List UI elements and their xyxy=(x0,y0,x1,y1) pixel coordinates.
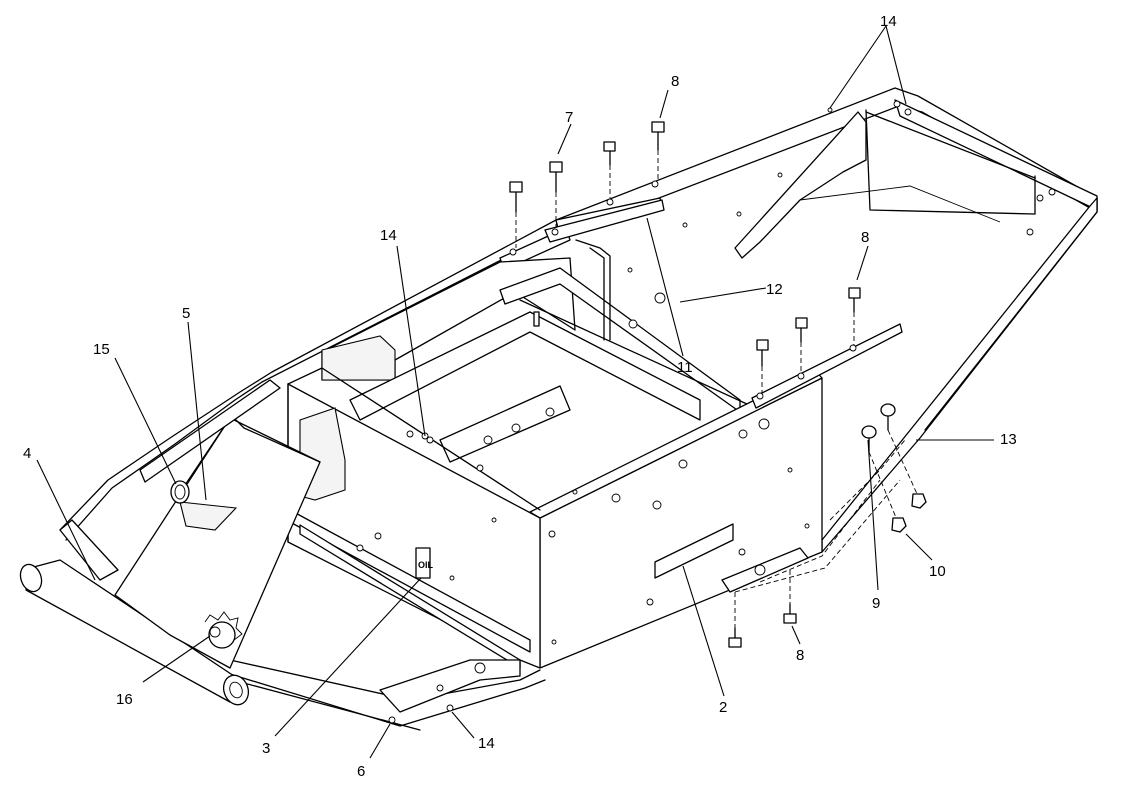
callout-14-center: 14 xyxy=(380,227,397,244)
callout-9: 9 xyxy=(872,595,880,612)
bolt-7a xyxy=(509,181,523,248)
callout-10: 10 xyxy=(929,563,946,580)
rear-frame-box xyxy=(555,87,1098,553)
callout-11: 11 xyxy=(677,359,693,376)
nut-10b xyxy=(911,493,927,509)
bolt-7 xyxy=(549,161,563,228)
carriage-bolt-9b xyxy=(880,403,919,497)
right-side-panel xyxy=(529,323,906,669)
center-section xyxy=(321,239,761,463)
callout-14-top: 14 xyxy=(880,13,897,30)
bolt-8-left xyxy=(756,339,769,394)
callout-5: 5 xyxy=(182,305,190,322)
callout-14-bottom: 14 xyxy=(478,735,495,752)
carriage-bolt-9 xyxy=(861,425,898,521)
bolt-8-lower-b xyxy=(783,570,797,624)
bolt-8-right xyxy=(848,287,861,346)
callout-8-top: 8 xyxy=(671,73,679,90)
callout-7: 7 xyxy=(565,109,573,126)
callout-8-bottom: 8 xyxy=(796,647,804,664)
bolt-8 xyxy=(651,121,665,180)
callout-2: 2 xyxy=(719,699,727,716)
callout-13: 13 xyxy=(1000,431,1017,448)
leader-lines xyxy=(36,25,994,759)
callout-6: 6 xyxy=(357,763,365,780)
callout-15: 15 xyxy=(93,341,110,358)
callouts: 2 3 4 5 6 7 8 8 8 9 10 11 12 13 14 14 14… xyxy=(23,13,1017,780)
callout-3: 3 xyxy=(262,740,270,757)
bolt-8-lower-a xyxy=(728,592,742,648)
left-side-rail xyxy=(59,197,665,541)
front-inner-box: OIL xyxy=(287,367,541,669)
callout-12: 12 xyxy=(766,281,783,298)
callout-16: 16 xyxy=(116,691,133,708)
bolt-8-mid xyxy=(795,317,808,374)
callout-8-right: 8 xyxy=(861,229,869,246)
bolt-8a xyxy=(603,141,616,198)
callout-4: 4 xyxy=(23,445,31,462)
oil-decal-text: OIL xyxy=(418,560,434,570)
hardware xyxy=(421,100,1056,648)
nut-10a xyxy=(891,517,907,533)
front-bumper xyxy=(19,379,546,731)
